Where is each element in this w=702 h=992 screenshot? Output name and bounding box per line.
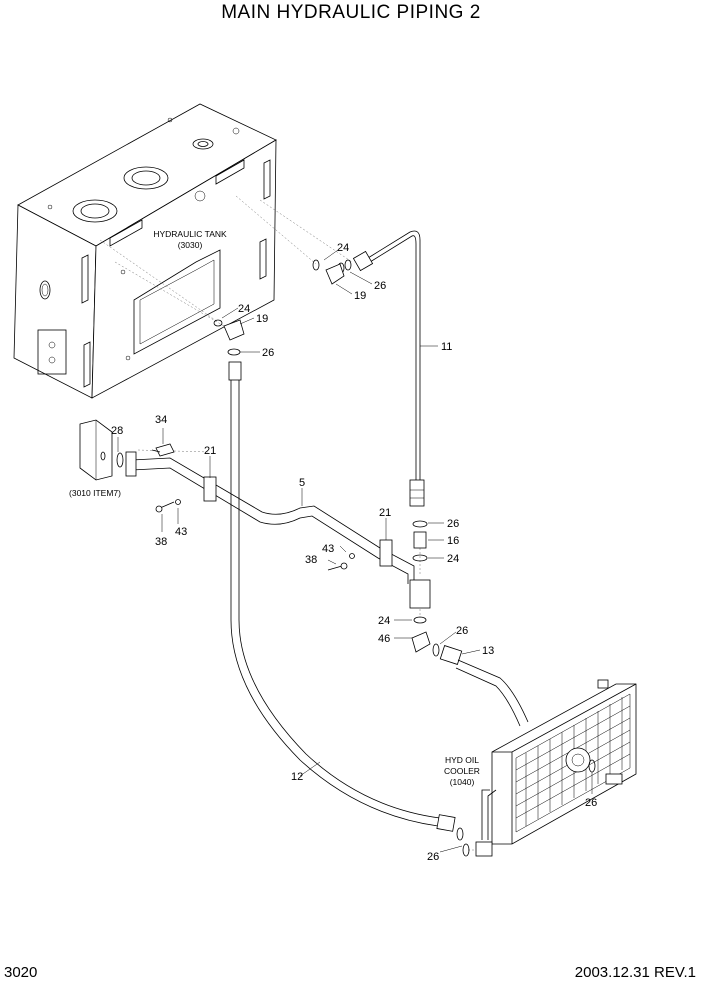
page-number: 3020 <box>4 964 38 981</box>
cooler-name-2: COOLER <box>444 766 480 776</box>
callout-24: 24 <box>447 553 459 565</box>
cooler-name-1: HYD OIL <box>445 755 479 765</box>
oil-cooler <box>475 679 637 857</box>
hose-12 <box>228 361 470 857</box>
page-title: MAIN HYDRAULIC PIPING 2 <box>221 2 481 23</box>
hydraulic-tank <box>13 103 277 399</box>
callout-43: 43 <box>322 543 334 555</box>
callout-19: 19 <box>256 313 268 325</box>
fittings-mid <box>411 520 431 653</box>
callout-16: 16 <box>447 535 459 547</box>
hose-11 <box>352 230 425 507</box>
block-ref: (3010 ITEM7) <box>69 488 121 498</box>
fittings-upper-left <box>213 319 245 356</box>
callout-5: 5 <box>299 477 305 489</box>
callout-43: 43 <box>175 526 187 538</box>
revision-date: 2003.12.31 REV.1 <box>574 964 696 981</box>
callout-46: 46 <box>378 633 390 645</box>
tank-ref: (3030) <box>178 240 203 250</box>
callout-28: 28 <box>111 425 123 437</box>
callout-leaders <box>117 249 593 853</box>
tank-name: HYDRAULIC TANK <box>153 229 227 239</box>
callout-26: 26 <box>447 518 459 530</box>
callout-34: 34 <box>155 414 167 426</box>
bolts <box>151 443 355 571</box>
callout-labels: 24 26 19 24 19 26 11 34 28 21 5 38 43 21… <box>111 242 597 863</box>
callout-26: 26 <box>262 347 274 359</box>
callout-26: 26 <box>374 280 386 292</box>
hose-13 <box>432 643 529 727</box>
callout-13: 13 <box>482 645 494 657</box>
callout-24: 24 <box>238 303 250 315</box>
callout-24: 24 <box>378 615 390 627</box>
callout-21: 21 <box>204 445 216 457</box>
component-labels: HYDRAULIC TANK (3030) HYD OIL COOLER (10… <box>69 229 480 787</box>
callout-26: 26 <box>456 625 468 637</box>
callout-38: 38 <box>155 536 167 548</box>
callout-26: 26 <box>585 797 597 809</box>
callout-26: 26 <box>427 851 439 863</box>
callout-19: 19 <box>354 290 366 302</box>
callout-11: 11 <box>441 341 452 353</box>
pipe-5 <box>125 451 431 609</box>
callout-21: 21 <box>379 507 391 519</box>
callout-12: 12 <box>291 771 303 783</box>
fittings-upper-right <box>312 259 352 285</box>
callout-24: 24 <box>337 242 349 254</box>
port-block <box>79 419 124 481</box>
cooler-ref: (1040) <box>450 777 475 787</box>
callout-38: 38 <box>305 554 317 566</box>
